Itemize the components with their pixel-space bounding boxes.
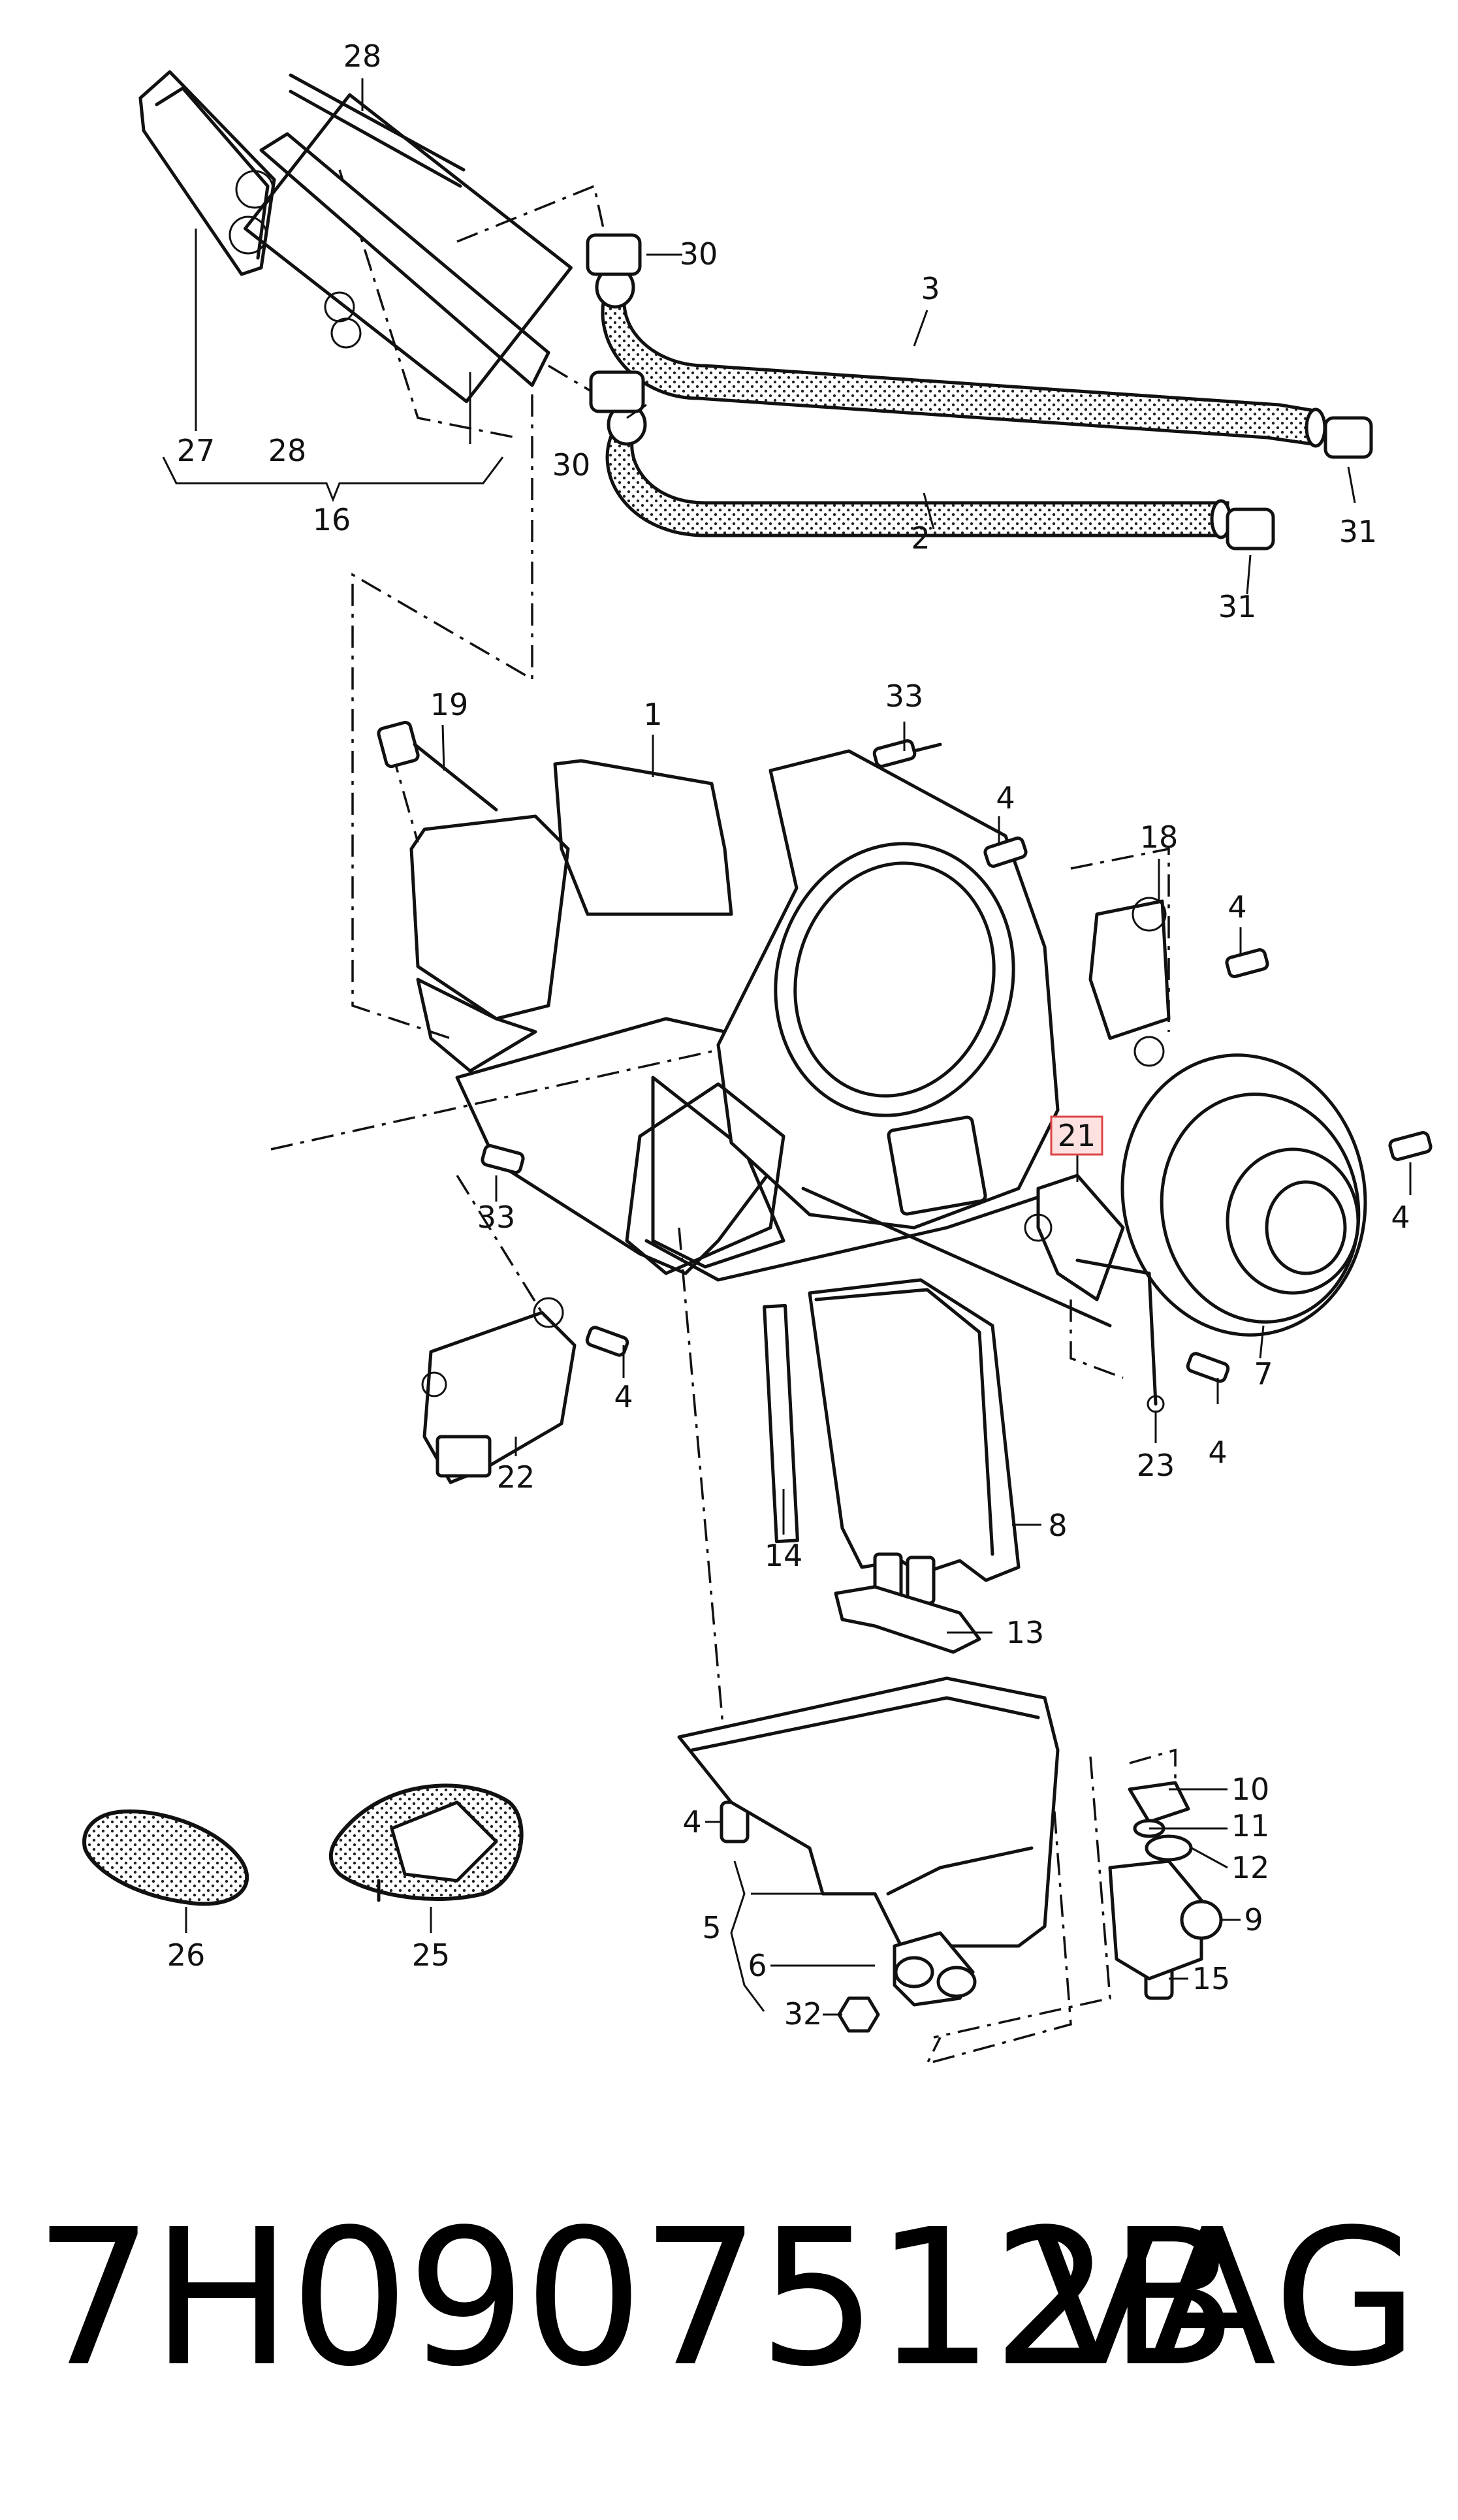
callout-4-lever: 4 — [1208, 1435, 1227, 1470]
callout-27: 27 — [177, 433, 215, 468]
drain-bracket — [834, 1585, 981, 1654]
callout-16: 16 — [313, 502, 351, 537]
callout-23: 23 — [1137, 1448, 1175, 1483]
callout-4-actuator: 4 — [614, 1379, 633, 1414]
blower-motor — [1120, 1053, 1367, 1337]
callout-8: 8 — [1048, 1508, 1067, 1543]
callout-2: 2 — [911, 520, 930, 556]
callout-30-top: 30 — [680, 236, 718, 272]
callout-labels: 28 30 3 30 2 31 31 27 28 16 19 1 33 4 18… — [167, 39, 1410, 2032]
callout-7: 7 — [1254, 1356, 1273, 1392]
callout-1: 1 — [643, 697, 662, 732]
callout-28-top: 28 — [343, 39, 382, 74]
valve-assembly — [1108, 1781, 1223, 1981]
callout-9: 9 — [1244, 1902, 1263, 1938]
callout-4-upper: 4 — [996, 780, 1015, 816]
callout-5: 5 — [702, 1910, 721, 1945]
callout-19: 19 — [430, 687, 469, 722]
heater-core-assembly — [138, 70, 573, 404]
leader-lines — [162, 78, 1412, 2016]
callout-13: 13 — [1006, 1615, 1045, 1650]
callout-4-motor: 4 — [1391, 1200, 1410, 1235]
blower-resistor — [1088, 897, 1171, 1067]
coolant-hoses — [595, 266, 1327, 539]
callout-15: 15 — [1192, 1961, 1231, 1996]
callout-18: 18 — [1140, 820, 1179, 855]
flap-actuator-motor — [421, 1297, 577, 1484]
callout-10: 10 — [1231, 1772, 1270, 1807]
callout-6: 6 — [748, 1948, 767, 1983]
hose-clamps — [586, 233, 1373, 550]
evaporator-and-seal — [763, 1278, 1021, 1605]
callout-32: 32 — [784, 1996, 823, 2032]
screws — [481, 739, 1433, 2033]
lower-housing — [677, 1676, 1060, 2007]
temperature-sensor — [377, 720, 498, 812]
product-footer: 7H0907512B VAG — [0, 2175, 1458, 2423]
callout-4-lower: 4 — [682, 1804, 701, 1840]
callout-22: 22 — [497, 1459, 535, 1495]
part-number: 7H0907512B — [34, 2189, 1238, 2408]
callout-25: 25 — [412, 1938, 451, 1973]
flap-lever-assembly — [1024, 1173, 1165, 1413]
callout-4-resistor: 4 — [1228, 889, 1246, 925]
hvac-housing — [409, 749, 1112, 1328]
callout-33-top: 33 — [885, 678, 924, 714]
brand-name: VAG — [1031, 2189, 1419, 2408]
exploded-parts-diagram: 28 30 3 30 2 31 31 27 28 16 19 1 33 4 18… — [82, 39, 1433, 2065]
callout-31-right: 31 — [1339, 514, 1378, 549]
callout-26: 26 — [167, 1938, 206, 1973]
callout-11: 11 — [1231, 1808, 1270, 1843]
callout-31-lower: 31 — [1218, 589, 1257, 624]
callout-33-left: 33 — [477, 1200, 516, 1235]
callout-3: 3 — [921, 271, 940, 306]
callout-21: 21 — [1058, 1118, 1096, 1153]
callout-30-bottom: 30 — [552, 447, 591, 483]
callout-21-highlight — [1050, 1115, 1103, 1156]
callout-14: 14 — [765, 1538, 803, 1573]
gaskets — [82, 1783, 524, 1906]
callout-28-bottom: 28 — [268, 433, 307, 468]
callout-12: 12 — [1231, 1850, 1270, 1885]
